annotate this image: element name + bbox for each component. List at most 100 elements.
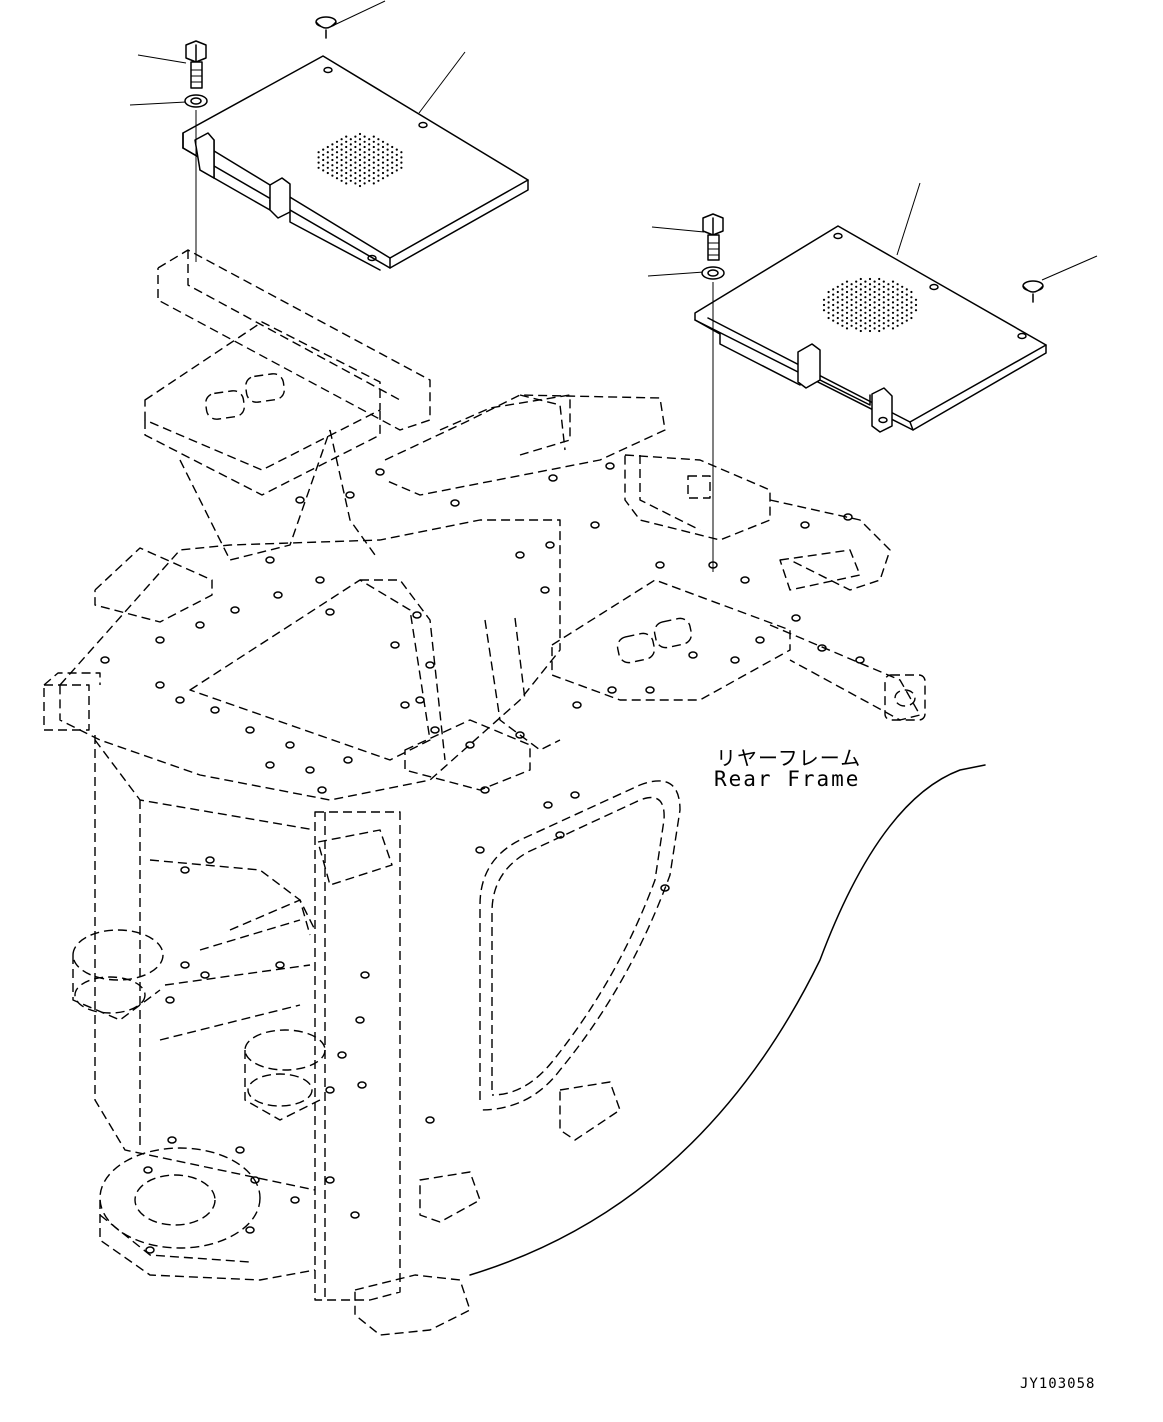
vent-hole [317,156,320,159]
vent-hole [910,290,913,294]
bolt-hole [285,741,295,749]
vent-hole [377,158,380,162]
vent-hole [836,290,839,294]
bolt-hole [290,1196,300,1204]
vent-hole [354,166,357,169]
vent-hole [864,290,867,294]
bolt-hole [210,706,220,714]
vent-hole [832,293,835,296]
vent-hole [905,288,908,291]
vent-hole [377,179,380,182]
vent-hole [354,151,357,154]
vent-hole [845,280,849,283]
vent-hole [859,324,862,327]
bolt-hole [345,491,355,499]
vent-hole [386,169,389,172]
vent-hole [363,182,366,185]
vent-hole [358,184,362,188]
vent-hole [340,164,343,167]
vent-hole [400,151,403,154]
vent-hole [841,283,844,286]
vent-hole [882,311,885,314]
vent-hole [395,164,398,167]
vent-hole [841,319,844,322]
vent-hole [905,303,908,307]
vent-hole [345,140,348,143]
vent-hole [901,285,904,288]
bolt-hole [545,541,555,549]
bolt-hole [605,462,615,470]
vent-hole [845,322,849,325]
vent-hole [326,166,329,169]
vent-hole [372,171,375,175]
bolt-hole [465,741,475,749]
vent-hole [368,143,371,146]
vent-hole [896,298,899,301]
vent-hole [868,303,872,307]
vent-hole [850,303,853,307]
vent-hole [340,179,343,182]
vent-hole [827,311,830,314]
vent-hole [891,322,895,325]
vent-hole [335,140,339,143]
bolt-hole [688,651,698,659]
bolt-hole [265,556,275,564]
bolt-hole [325,1176,335,1184]
bolt-hole [548,474,558,482]
vent-hole [331,164,334,167]
vent-hole [400,156,403,159]
vent-hole [859,303,862,307]
vent-hole [832,309,835,312]
vent-hole [850,314,853,317]
vent-hole [864,285,867,288]
bolt-hole [200,971,210,979]
vent-hole [891,290,895,294]
vent-hole [910,306,913,309]
vent-hole [345,161,348,164]
bolt-hole [390,641,400,649]
bolt-hole [155,636,165,644]
vent-hole [400,166,403,169]
vent-hole [363,145,366,149]
vent-hole [882,322,885,325]
rear-frame-phantom [43,249,986,1336]
vent-hole [891,311,895,314]
bolt-hole [155,681,165,689]
vent-hole [855,285,858,288]
bolt-hole [360,971,370,979]
vent-hole [859,329,862,333]
vent-hole [878,324,881,327]
vent-hole [386,148,389,151]
vent-hole [836,316,839,320]
frame-bolt-holes [100,462,865,1254]
vent-hole [845,301,849,304]
vent-hole [864,311,867,314]
bolt-hole [315,576,325,584]
vent-hole [363,161,366,164]
vent-hole [349,143,352,146]
vent-hole [340,153,343,156]
vent-hole [391,151,394,154]
bolt-hole [195,621,205,629]
vent-hole [868,329,872,333]
bolt-hole [570,791,580,799]
bolt-hole [273,591,283,599]
vent-hole [381,177,385,180]
vent-hole [855,311,858,314]
bolt-hole [305,766,315,774]
left-cover-vent-holes [317,132,403,188]
vent-hole [358,148,362,151]
bolt-hole [480,786,490,794]
vent-hole [322,153,325,156]
vent-hole [836,306,839,309]
vent-hole [845,311,849,314]
vent-hole [391,171,394,175]
vent-hole [368,148,371,151]
vent-hole [340,174,343,177]
bolt-hole [145,1246,155,1254]
vent-hole [910,296,913,299]
vent-hole [850,288,853,291]
vent-hole [368,153,371,156]
vent-hole [358,164,362,167]
vent-hole [368,174,371,177]
